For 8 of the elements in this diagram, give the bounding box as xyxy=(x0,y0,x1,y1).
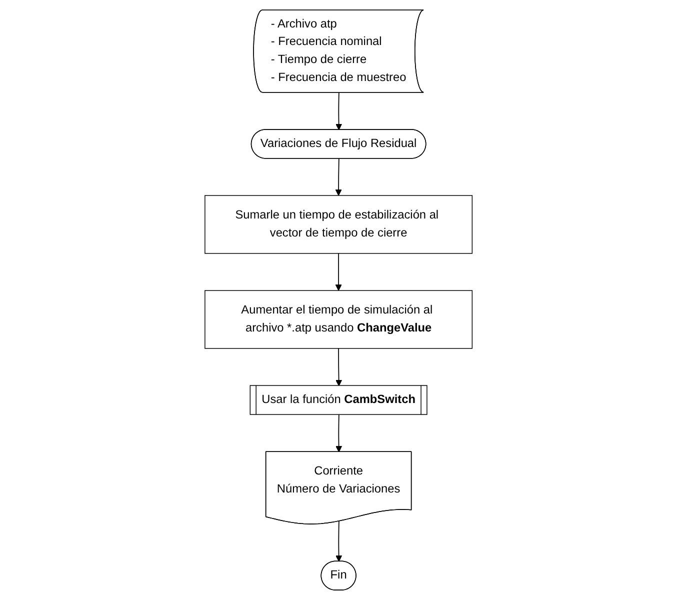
arrow xyxy=(336,520,342,562)
node-box: Aumentar el tiempo de simulación al archivo *.atp usando ChangeValue xyxy=(205,290,473,349)
arrow xyxy=(336,92,342,130)
arrow xyxy=(336,158,342,196)
arrow xyxy=(336,414,342,452)
arrow xyxy=(336,348,342,386)
node-box: Sumarle un tiempo de estabilización al vector de tiempo de cierre xyxy=(205,195,473,254)
arrow xyxy=(336,252,342,291)
